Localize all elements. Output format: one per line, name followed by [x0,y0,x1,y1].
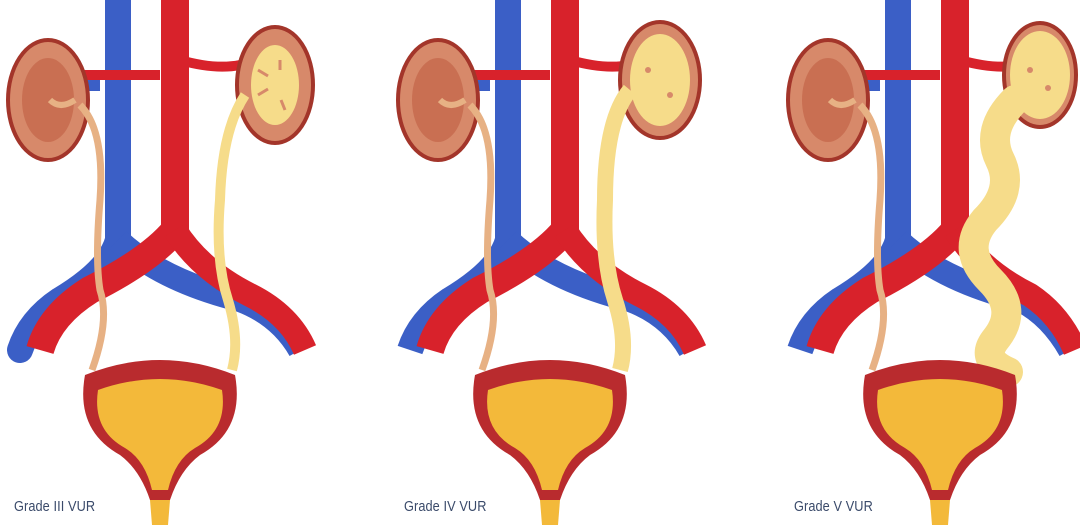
ureter-normal [80,105,104,370]
ureter-normal [860,105,884,370]
kidney-refluxing [237,27,313,143]
panel-grade-3: Grade III VUR [0,0,360,525]
urinary-system-grade-3 [0,0,360,525]
kidney-refluxing [620,22,700,138]
panel-grade-5: Grade V VUR [780,0,1080,525]
ureter-normal [470,105,494,370]
panel-grade-4: Grade IV VUR [390,0,750,525]
kidney-normal [788,40,868,160]
kidney-normal [398,40,478,160]
panel-label-grade-3: Grade III VUR [14,498,95,515]
bladder [473,360,627,525]
urinary-system-grade-5 [780,0,1080,525]
urinary-system-grade-4 [390,0,750,525]
panel-label-grade-5: Grade V VUR [794,498,873,515]
ureter-dilated [974,100,1015,372]
bladder [83,360,237,525]
kidney-normal [8,40,88,160]
ureter-dilated [219,95,245,370]
ureter-dilated [604,90,630,370]
bladder [863,360,1017,525]
panel-label-grade-4: Grade IV VUR [404,498,487,515]
